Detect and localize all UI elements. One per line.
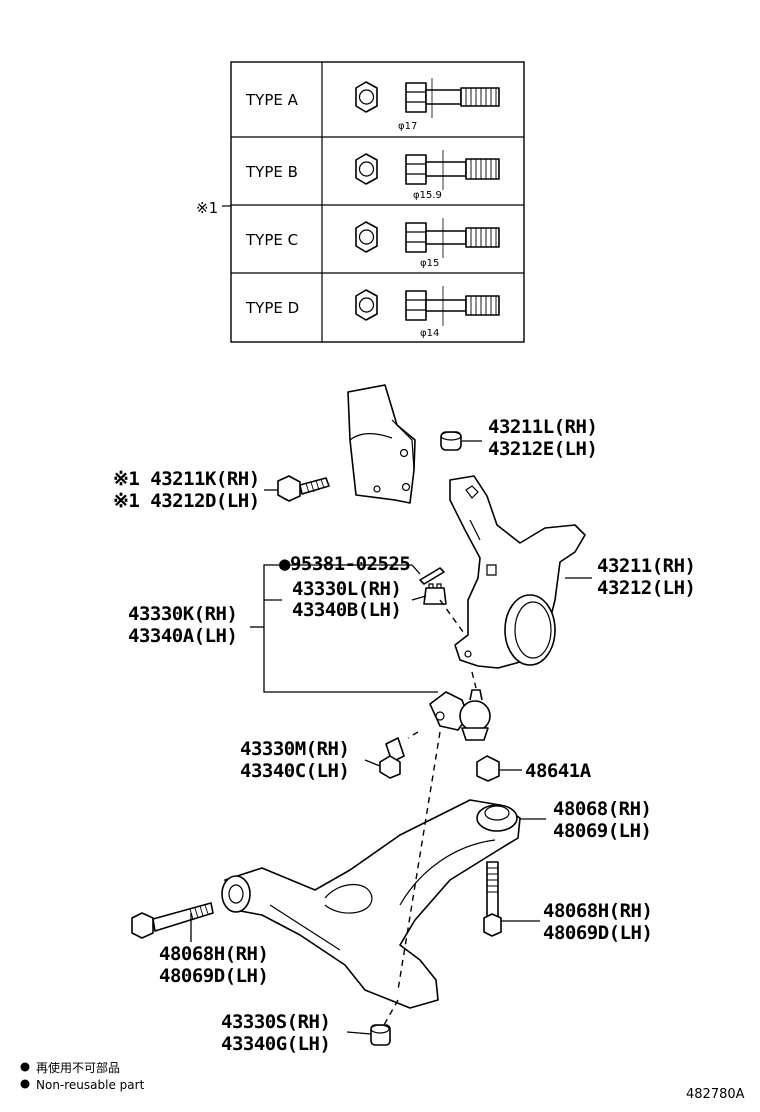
legend: 再使用不可部品 Non-reusable part bbox=[20, 1060, 145, 1092]
ball-joint-assy-rh-label: 43330K(RH) bbox=[128, 603, 237, 625]
type-a-dia: φ17 bbox=[398, 121, 417, 132]
type-a-bolt-icon: φ17 bbox=[355, 78, 500, 132]
lower-control-arm bbox=[221, 799, 521, 1009]
arm-nut-label: 48641A bbox=[525, 760, 592, 782]
callout-labels: 43211L(RH) 43212E(LH) ※1 43211K(RH) ※1 4… bbox=[113, 416, 696, 1055]
type-d-label: TYPE D bbox=[245, 299, 299, 317]
cotter-pin-label: ●95381-02525 bbox=[279, 553, 410, 575]
cotter-pin bbox=[419, 567, 445, 585]
type-b-bolt-icon: φ15.9 bbox=[355, 150, 500, 201]
front-bolt-lh-label: 48069D(LH) bbox=[159, 965, 268, 987]
knuckle-lh-label: 43212(LH) bbox=[597, 577, 695, 599]
leader-lines bbox=[190, 440, 592, 1035]
lock-nut-rh-label: 43330S(RH) bbox=[221, 1011, 330, 1033]
front-bolt-rh-label: 48068H(RH) bbox=[159, 943, 268, 965]
rear-bolt-lh-label: 48069D(LH) bbox=[543, 922, 652, 944]
ball-joint-assy-lh-label: 43340A(LH) bbox=[128, 625, 237, 647]
strut-lower-part bbox=[347, 384, 416, 504]
ball-bolt-rh-label: 43330M(RH) bbox=[240, 738, 349, 760]
castle-nut bbox=[423, 583, 447, 605]
ball-bolt-lh-label: 43340C(LH) bbox=[240, 760, 349, 782]
assembly-dashed-lines bbox=[383, 599, 477, 1026]
knuckle-bolt bbox=[277, 475, 330, 502]
rear-vertical-bolt bbox=[483, 861, 502, 937]
ref-mark: ※1 bbox=[196, 199, 218, 217]
ball-joint bbox=[429, 689, 491, 741]
ball-joint-bolt bbox=[379, 737, 405, 779]
castle-nut-lh-label: 43340B(LH) bbox=[292, 599, 401, 621]
non-reusable-dot-icon-2 bbox=[20, 1079, 30, 1089]
legend-en: Non-reusable part bbox=[36, 1078, 145, 1092]
type-d-dia: φ14 bbox=[420, 328, 439, 339]
legend-jp: 再使用不可部品 bbox=[36, 1060, 120, 1075]
lower-arm-rh-label: 48068(RH) bbox=[553, 798, 651, 820]
castle-nut-rh-label: 43330L(RH) bbox=[292, 578, 401, 600]
type-c-dia: φ15 bbox=[420, 258, 439, 269]
rear-bolt-rh-label: 48068H(RH) bbox=[543, 900, 652, 922]
diagram-id: 482780A bbox=[686, 1087, 745, 1102]
lock-nut bbox=[370, 1024, 391, 1046]
type-c-label: TYPE C bbox=[245, 231, 298, 249]
non-reusable-dot-icon bbox=[20, 1062, 30, 1072]
type-a-label: TYPE A bbox=[245, 91, 299, 109]
bolt-top-rh-label: ※1 43211K(RH) bbox=[113, 468, 260, 490]
type-b-dia: φ15.9 bbox=[413, 190, 442, 201]
bolt-type-table: TYPE A TYPE B TYPE C TYPE D ※1 φ17 bbox=[196, 61, 525, 343]
nut-top-rh-label: 43211L(RH) bbox=[488, 416, 597, 438]
knuckle-rh-label: 43211(RH) bbox=[597, 555, 695, 577]
lower-arm-lh-label: 48069(LH) bbox=[553, 820, 651, 842]
steering-knuckle bbox=[449, 475, 586, 669]
type-c-bolt-icon: φ15 bbox=[355, 218, 500, 269]
bolt-top-lh-label: ※1 43212D(LH) bbox=[113, 490, 260, 512]
nut-top-lh-label: 43212E(LH) bbox=[488, 438, 597, 460]
flange-nut-top bbox=[440, 431, 462, 451]
front-horizontal-bolt bbox=[131, 902, 214, 939]
lock-nut-lh-label: 43340G(LH) bbox=[221, 1033, 330, 1055]
lower-arm-nut bbox=[476, 755, 500, 782]
type-d-bolt-icon: φ14 bbox=[355, 286, 500, 339]
type-b-label: TYPE B bbox=[245, 163, 298, 181]
